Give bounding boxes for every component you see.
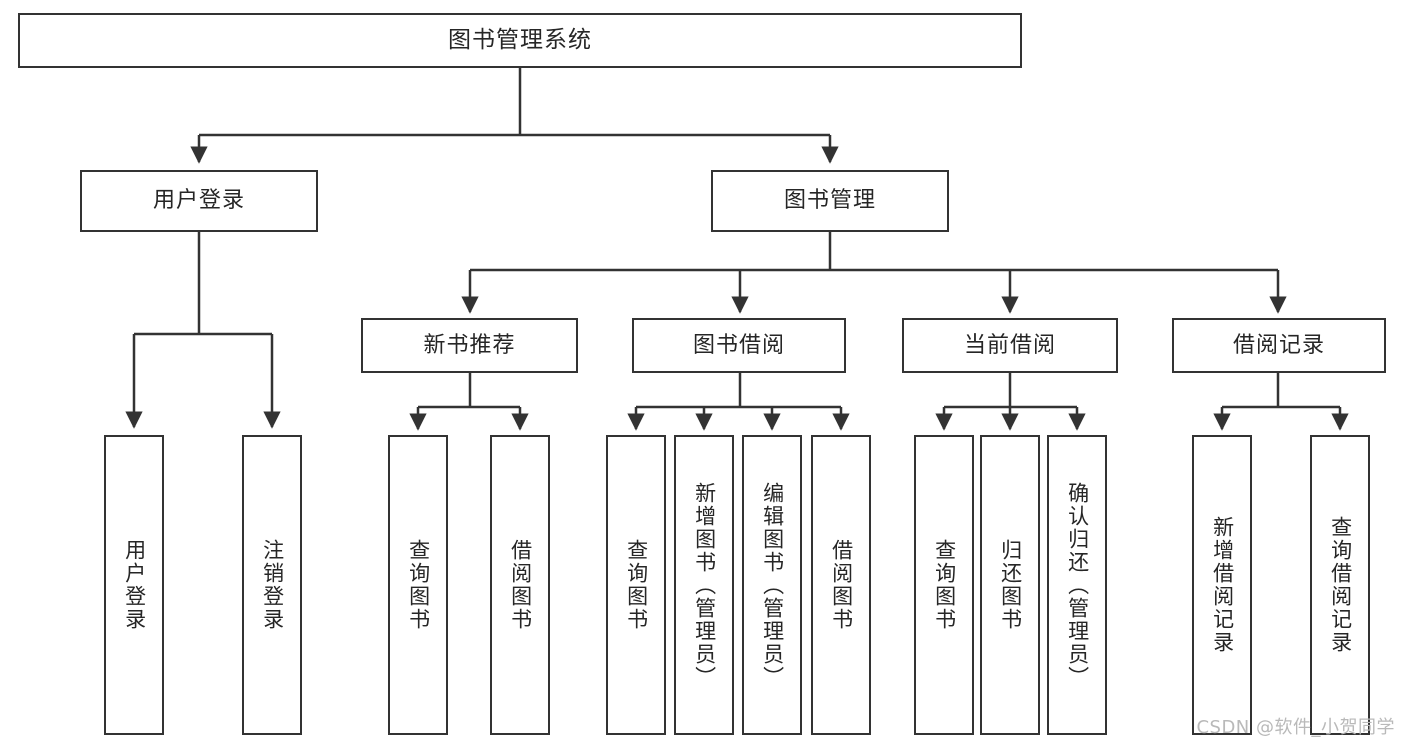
leaf-current-return-book[interactable]: 归还图书 xyxy=(980,435,1040,735)
watermark: CSDN @软件_小贺同学 xyxy=(1196,717,1395,738)
leaf-record-query[interactable]: 查询借阅记录 xyxy=(1310,435,1370,735)
leaf-current-confirm-return[interactable]: 确认归还（管理员） xyxy=(1047,435,1107,735)
leaf-current-query-book[interactable]: 查询图书 xyxy=(914,435,974,735)
leaf-borrow-borrow-book[interactable]: 借阅图书 xyxy=(811,435,871,735)
leaf-record-add[interactable]: 新增借阅记录 xyxy=(1192,435,1252,735)
node-current-borrow[interactable]: 当前借阅 xyxy=(902,318,1118,373)
leaf-user-login-signin[interactable]: 用户登录 xyxy=(104,435,164,735)
leaf-new-book-borrow[interactable]: 借阅图书 xyxy=(490,435,550,735)
leaf-label: 借阅图书 xyxy=(508,539,533,631)
leaf-label: 查询图书 xyxy=(932,539,957,631)
node-root-label: 图书管理系统 xyxy=(448,27,592,54)
leaf-label: 查询借阅记录 xyxy=(1328,516,1353,654)
node-book-management[interactable]: 图书管理 xyxy=(711,170,949,232)
leaf-label: 用户登录 xyxy=(122,539,147,631)
node-user-login[interactable]: 用户登录 xyxy=(80,170,318,232)
node-book-borrow[interactable]: 图书借阅 xyxy=(632,318,846,373)
node-book-management-label: 图书管理 xyxy=(783,188,876,214)
leaf-borrow-add-book[interactable]: 新增图书（管理员） xyxy=(674,435,734,735)
node-book-borrow-label: 图书借阅 xyxy=(692,332,785,358)
node-root-system[interactable]: 图书管理系统 xyxy=(18,13,1022,68)
leaf-user-login-signout[interactable]: 注销登录 xyxy=(242,435,302,735)
leaf-label: 注销登录 xyxy=(260,539,285,631)
node-user-login-label: 用户登录 xyxy=(152,188,245,214)
leaf-label: 借阅图书 xyxy=(829,539,854,631)
node-current-borrow-label: 当前借阅 xyxy=(963,332,1056,358)
leaf-label: 查询图书 xyxy=(406,539,431,631)
node-borrow-record[interactable]: 借阅记录 xyxy=(1172,318,1386,373)
leaf-borrow-query-book[interactable]: 查询图书 xyxy=(606,435,666,735)
leaf-label: 查询图书 xyxy=(624,539,649,631)
leaf-borrow-edit-book[interactable]: 编辑图书（管理员） xyxy=(742,435,802,735)
node-new-book-recommend-label: 新书推荐 xyxy=(423,332,516,358)
node-new-book-recommend[interactable]: 新书推荐 xyxy=(361,318,578,373)
leaf-label: 确认归还（管理员） xyxy=(1065,481,1090,689)
leaf-new-book-query[interactable]: 查询图书 xyxy=(388,435,448,735)
leaf-label: 新增借阅记录 xyxy=(1210,516,1235,654)
leaf-label: 归还图书 xyxy=(998,539,1023,631)
leaf-label: 新增图书（管理员） xyxy=(692,481,717,689)
leaf-label: 编辑图书（管理员） xyxy=(760,481,785,689)
node-borrow-record-label: 借阅记录 xyxy=(1232,332,1325,358)
